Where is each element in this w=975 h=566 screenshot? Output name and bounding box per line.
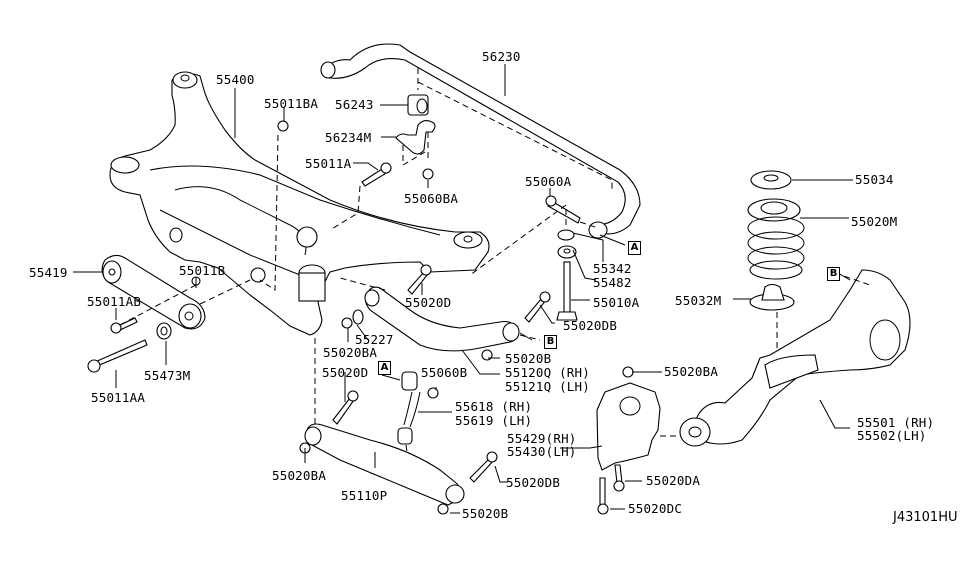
coil-spring-drawing[interactable] (747, 198, 805, 280)
nut-drawing[interactable] (422, 168, 434, 180)
reference-marker-a: A (628, 241, 641, 255)
part-label-55020M[interactable]: 55020M (851, 214, 898, 229)
part-label-55011AA[interactable]: 55011AA (91, 390, 146, 405)
stabilizer-link-drawing[interactable] (397, 371, 421, 445)
part-label-56234M[interactable]: 56234M (325, 130, 372, 145)
reference-marker-b: B (827, 267, 840, 281)
part-label-55502[interactable]: 55502(LH) (857, 428, 927, 443)
part-label-55011AB[interactable]: 55011AB (87, 294, 142, 309)
part-label-55430[interactable]: 55430(LH) (507, 444, 577, 459)
diagram-code: J43101HU (893, 510, 958, 525)
part-label-55020DB-lower[interactable]: 55020DB (506, 475, 561, 490)
reference-marker-a: A (378, 361, 391, 375)
part-label-55011A[interactable]: 55011A (305, 156, 352, 171)
reference-marker-b: B (544, 335, 557, 349)
part-label-55032M[interactable]: 55032M (675, 293, 722, 308)
part-label-55429[interactable]: 55429(RH) (507, 431, 577, 446)
part-label-55473M[interactable]: 55473M (144, 368, 191, 383)
part-label-56230[interactable]: 56230 (482, 49, 521, 64)
part-label-55400[interactable]: 55400 (216, 72, 255, 87)
part-label-56243[interactable]: 56243 (335, 97, 374, 112)
stabilizer-bushing-drawing[interactable] (407, 94, 429, 116)
part-label-55020D-lower[interactable]: 55020D (322, 365, 369, 380)
part-label-55120Q[interactable]: 55120Q (RH) (505, 365, 590, 380)
lower-link-bracket-drawing[interactable] (596, 382, 661, 471)
part-label-55342[interactable]: 55342 (593, 261, 632, 276)
part-label-55121Q[interactable]: 55121Q (LH) (505, 379, 590, 394)
part-label-55020B-lower[interactable]: 55020B (462, 506, 509, 521)
part-label-55020DA[interactable]: 55020DA (646, 473, 701, 488)
part-label-55618[interactable]: 55618 (RH) (455, 399, 533, 414)
upper-link-drawing[interactable] (364, 286, 520, 352)
part-label-55020BA-lower[interactable]: 55020BA (272, 468, 327, 483)
part-label-55020D-upper[interactable]: 55020D (405, 295, 452, 310)
part-label-55501[interactable]: 55501 (RH) (857, 415, 935, 430)
part-label-55020DC[interactable]: 55020DC (628, 501, 683, 516)
lower-link-drawing[interactable] (304, 423, 465, 506)
part-label-55020DB-upper[interactable]: 55020DB (563, 318, 618, 333)
part-label-55034[interactable]: 55034 (855, 172, 894, 187)
part-label-55060BA[interactable]: 55060BA (404, 191, 459, 206)
part-label-55419[interactable]: 55419 (29, 265, 68, 280)
spring-upper-seat-drawing[interactable] (750, 170, 792, 190)
suspension-member-drawing[interactable] (109, 71, 490, 336)
part-label-55482[interactable]: 55482 (593, 275, 632, 290)
part-label-55020B-upper[interactable]: 55020B (505, 351, 552, 366)
part-label-55110P[interactable]: 55110P (341, 488, 388, 503)
part-label-55227[interactable]: 55227 (355, 332, 394, 347)
stabilizer-clamp-drawing[interactable] (395, 119, 436, 155)
part-label-55060B[interactable]: 55060B (421, 365, 468, 380)
part-label-55010A[interactable]: 55010A (593, 295, 640, 310)
member-stay-drawing[interactable] (101, 254, 206, 330)
spring-lower-seat-drawing[interactable] (749, 283, 795, 311)
part-label-55060A[interactable]: 55060A (525, 174, 572, 189)
part-label-55011BA[interactable]: 55011BA (264, 96, 319, 111)
part-label-55011B[interactable]: 55011B (179, 263, 226, 278)
trailing-arm-drawing[interactable] (679, 269, 911, 447)
part-label-55020BA-right[interactable]: 55020BA (664, 364, 719, 379)
part-label-55619[interactable]: 55619 (LH) (455, 413, 533, 428)
part-label-55020BA-mid[interactable]: 55020BA (323, 345, 378, 360)
